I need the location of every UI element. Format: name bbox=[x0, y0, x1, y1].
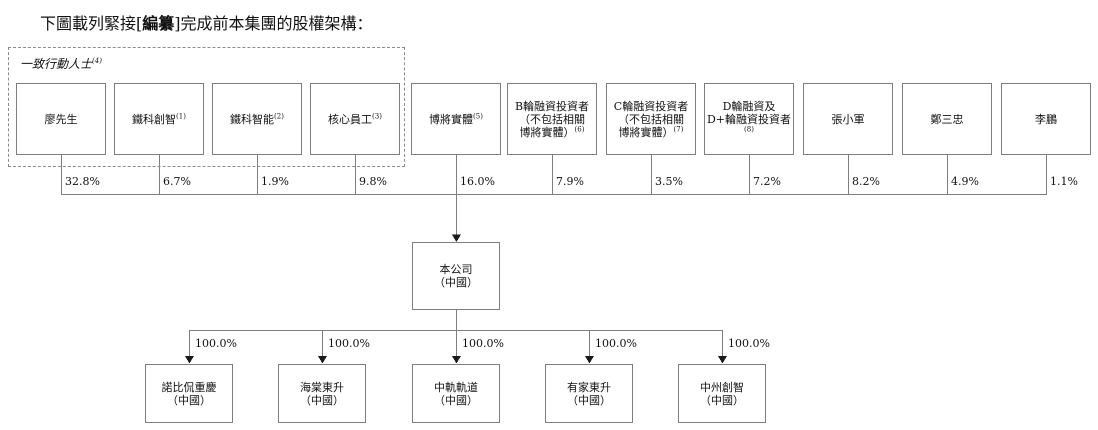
acting-in-concert-label: 一致行動人士(4) bbox=[20, 57, 102, 71]
shareholder-box-series-c-investors: C輪融資投資者 （不包括相關 博將實體）(7) bbox=[606, 83, 696, 155]
shareholder-box-bojiang-entities: 博將實體(5) bbox=[411, 83, 501, 155]
footnote-sup: (6) bbox=[574, 124, 585, 133]
subsidiary-box-zhonggui-guidao: 中軌軌道（中國） bbox=[412, 364, 500, 423]
title-prefix: 下圖載列緊接[ bbox=[40, 14, 143, 33]
ownership-percentage: 100.0% bbox=[328, 337, 370, 350]
subsidiary-box-zhongzhou-chuangzhi: 中州創智（中國） bbox=[678, 364, 766, 423]
title-suffix: ]完成前本集團的股權架構： bbox=[174, 14, 373, 33]
ownership-percentage: 4.9% bbox=[951, 175, 979, 188]
shareholder-box-series-d-investors: D輪融資及 D+輪融資投資者(8) bbox=[704, 83, 794, 155]
shareholder-box-tieke-chuangzhi: 鐵科創智(1) bbox=[114, 83, 204, 155]
shareholder-box-zhang-xiaojun: 張小軍 bbox=[803, 83, 893, 155]
subsidiary-box-nobicam-chongqing: 諾比侃重慶（中國） bbox=[145, 364, 233, 423]
shareholder-box-zheng-sanzhong: 鄭三忠 bbox=[902, 83, 992, 155]
ownership-percentage: 7.9% bbox=[556, 175, 584, 188]
footnote-sup: (4) bbox=[92, 57, 102, 65]
acting-in-concert-group bbox=[8, 47, 405, 167]
shareholder-box-liao: 廖先生 bbox=[16, 83, 106, 155]
ownership-percentage: 1.9% bbox=[261, 175, 289, 188]
ownership-percentage: 9.8% bbox=[359, 175, 387, 188]
ownership-percentage: 1.1% bbox=[1050, 175, 1078, 188]
footnote-sup: (2) bbox=[274, 111, 284, 120]
footnote-sup: (8) bbox=[744, 124, 754, 133]
ownership-percentage: 16.0% bbox=[460, 175, 495, 188]
ownership-percentage: 100.0% bbox=[728, 337, 770, 350]
ownership-percentage: 100.0% bbox=[195, 337, 237, 350]
footnote-sup: (5) bbox=[473, 111, 483, 120]
footnote-sup: (7) bbox=[673, 124, 684, 133]
ownership-percentage: 6.7% bbox=[163, 175, 191, 188]
ownership-percentage: 100.0% bbox=[595, 337, 637, 350]
shareholder-box-series-b-investors: B輪融資投資者 （不包括相關 博將實體）(6) bbox=[507, 83, 597, 155]
ownership-percentage: 7.2% bbox=[753, 175, 781, 188]
title-redaction: 編纂 bbox=[142, 14, 175, 33]
page-title: 下圖載列緊接[編纂]完成前本集團的股權架構： bbox=[40, 10, 373, 34]
shareholder-box-li-peng: 李鵬 bbox=[1001, 83, 1091, 155]
footnote-sup: (3) bbox=[372, 111, 382, 120]
ownership-percentage: 32.8% bbox=[65, 175, 100, 188]
subsidiary-box-youjia-dongsheng: 有家東升（中國） bbox=[545, 364, 633, 423]
shareholder-box-tieke-zhineng: 鐵科智能(2) bbox=[212, 83, 302, 155]
ownership-percentage: 100.0% bbox=[462, 337, 504, 350]
ownership-percentage: 8.2% bbox=[852, 175, 880, 188]
company-box: 本公司 （中國） bbox=[412, 242, 500, 310]
shareholder-box-core-employees: 核心員工(3) bbox=[310, 83, 400, 155]
subsidiary-box-haitang-dongsheng: 海棠東升（中國） bbox=[278, 364, 366, 423]
footnote-sup: (1) bbox=[176, 111, 186, 120]
ownership-percentage: 3.5% bbox=[655, 175, 683, 188]
